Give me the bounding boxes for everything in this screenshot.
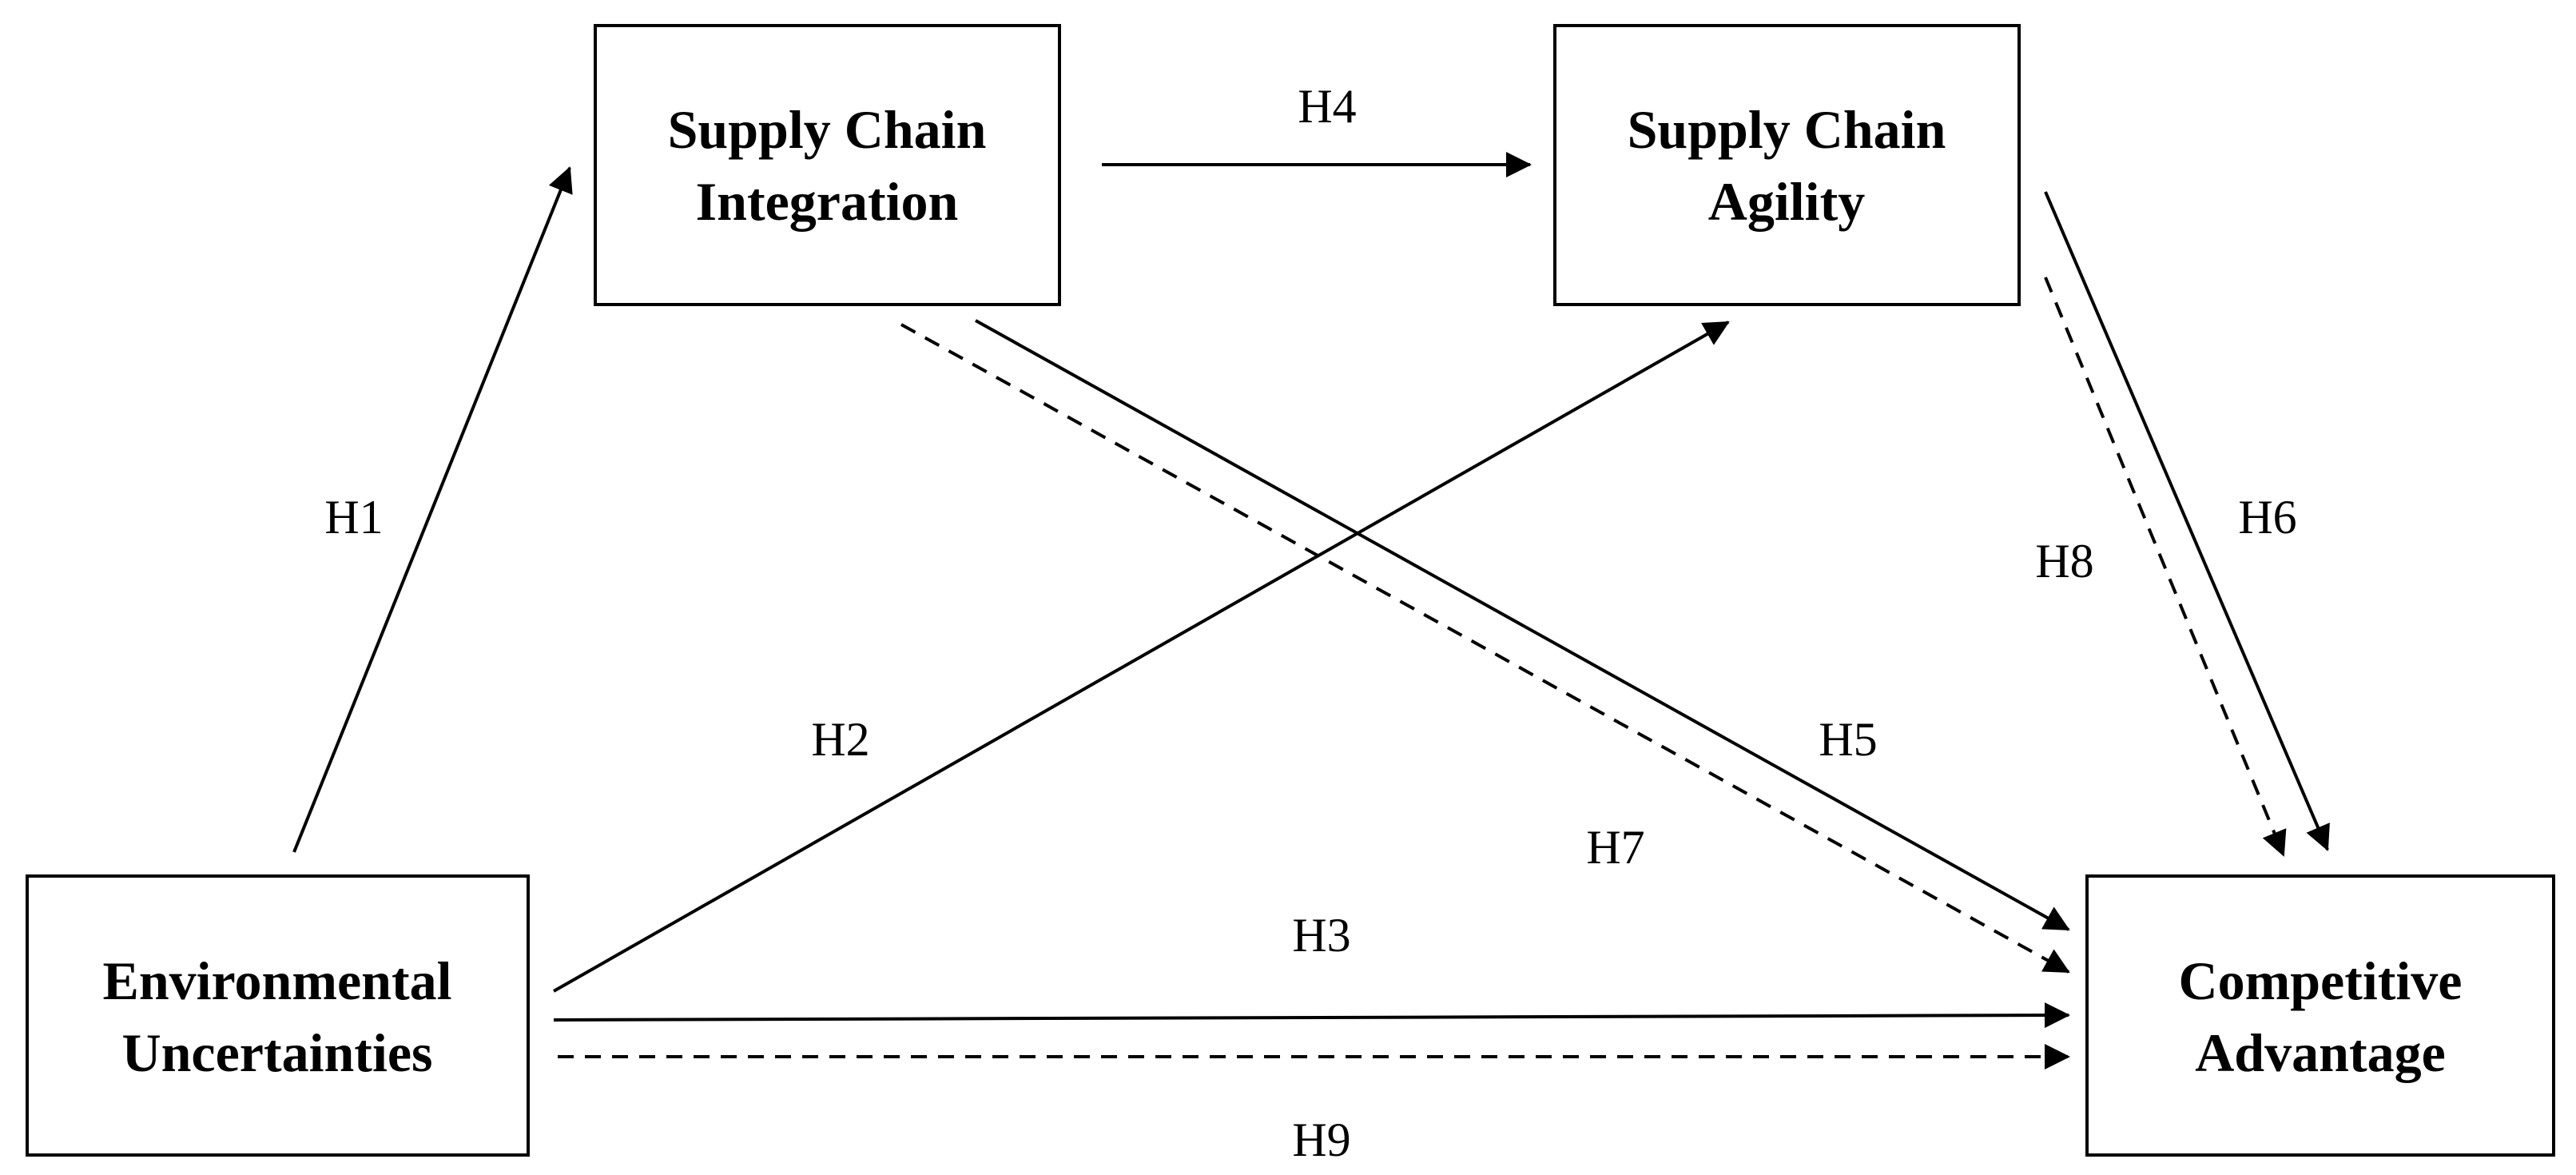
edge-h1-eu-to-sci [292,166,573,853]
edge-h2-eu-to-sca [553,321,1730,993]
node-supply-chain-integration: Supply Chain Integration [594,24,1061,306]
node-ca-label-line1: Competitive [2178,950,2462,1011]
node-sca-label-line2: Agility [1708,171,1865,232]
edge-h8-sca-to-ca [2044,277,2287,857]
hypothesis-labels: H1 H2 H3 H4 H5 H6 H7 H8 H9 [324,80,2296,1166]
node-ca-label-line2: Advantage [2195,1022,2446,1083]
node-competitive-advantage: Competitive Advantage [2085,874,2555,1157]
label-h8: H8 [2035,535,2093,588]
node-eu-label-line1: Environmental [102,950,451,1011]
label-h3: H3 [1292,909,1350,962]
label-h6: H6 [2238,491,2296,544]
edge-h7-sci-to-ca [900,323,2070,974]
node-eu-label-line2: Uncertainties [121,1022,432,1083]
label-h2: H2 [811,713,869,766]
node-sci-label-line2: Integration [696,171,959,232]
edge-h3-eu-to-ca [553,1002,2070,1029]
edges [292,152,2330,1069]
label-h7: H7 [1586,821,1644,874]
label-h9: H9 [1292,1113,1350,1166]
node-supply-chain-agility: Supply Chain Agility [1553,24,2021,306]
label-h4: H4 [1298,80,1356,133]
node-sca-label-line1: Supply Chain [1628,99,1946,160]
label-h5: H5 [1819,713,1877,766]
node-environmental-uncertainties: Environmental Uncertainties [26,874,530,1157]
edge-h6-sca-to-ca [2044,191,2330,851]
edge-h5-sci-to-ca [975,319,2070,931]
node-sci-label-line1: Supply Chain [668,99,987,160]
label-h1: H1 [324,491,383,544]
